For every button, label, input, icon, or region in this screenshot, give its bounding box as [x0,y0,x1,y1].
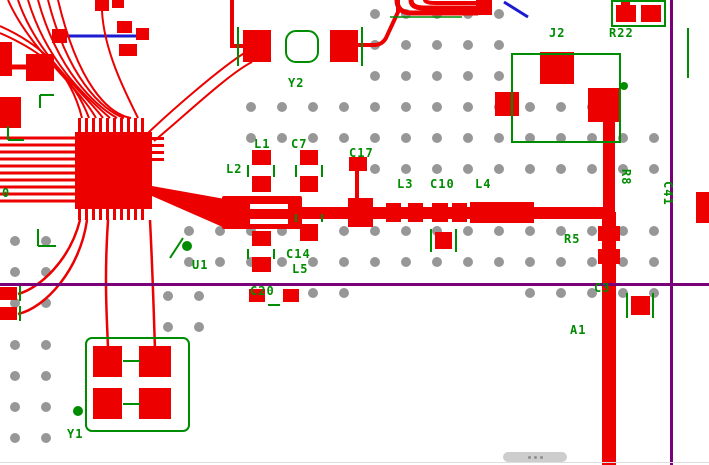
l2-slot [250,219,288,224]
via-grid-region[interactable] [300,281,360,312]
silkscreen-dots [73,82,628,416]
via-grid-region[interactable] [360,155,668,185]
component-label-partial[interactable]: 0 [2,186,11,200]
left-edge-pads[interactable] [0,287,17,320]
component-label-l2[interactable]: L2 [226,162,243,176]
y1-crystal-pads[interactable] [93,346,171,419]
grip-dots-icon [527,455,531,459]
component-label-c10[interactable]: C10 [430,177,455,191]
ic-u1-exposed-pad[interactable] [75,132,152,209]
grip-dots-icon [533,455,537,459]
component-label-j2[interactable]: J2 [549,26,566,40]
component-label-c17[interactable]: C17 [349,146,374,160]
grip-dots-icon [539,455,543,459]
component-label-c3[interactable]: C3 [594,281,611,295]
window-bottom-edge [0,462,709,463]
y2-crystal[interactable] [230,0,400,62]
component-label-l1[interactable]: L1 [254,137,271,151]
component-label-y1[interactable]: Y1 [67,427,84,441]
r22-pads[interactable] [616,0,661,22]
j2-polarity-dot [620,82,628,90]
component-label-c14[interactable]: C14 [286,247,311,261]
via-grid-region[interactable] [360,62,515,125]
j2-outline [511,53,621,143]
r22-outline [611,0,666,27]
component-label-c20[interactable]: C20 [250,284,275,298]
u1-pin1-dot [182,241,192,251]
corner-bracket [7,126,24,141]
y1-outline [85,337,190,432]
component-label-c7[interactable]: C7 [291,137,308,151]
y1-pin1-dot [73,406,83,416]
l2-block[interactable] [222,196,302,229]
component-label-u1[interactable]: U1 [192,258,209,272]
y2-body-outline [285,30,319,63]
via-grid-region[interactable] [237,92,360,155]
filter-pads-upper[interactable] [252,150,373,227]
l2-slot [250,204,288,209]
component-label-l5[interactable]: L5 [292,262,309,276]
via-grid-region[interactable] [360,216,668,278]
horizontal-scrollbar-thumb[interactable] [503,452,567,462]
component-label-r5[interactable]: R5 [564,232,581,246]
component-label-y2[interactable]: Y2 [288,76,305,90]
component-label-c41-vertical[interactable]: C41 [661,181,675,206]
traces-ic-to-y2[interactable] [147,51,253,142]
corner-bracket [37,229,56,247]
inner-layer-traces[interactable] [58,0,529,38]
filter-pads-lower[interactable] [249,224,318,302]
right-edge-pad[interactable] [696,192,709,223]
ic-u1-bottom-pins [78,208,144,220]
silkscreen-layer [7,0,689,432]
via-grid-region[interactable] [360,125,668,155]
component-label-a1[interactable]: A1 [570,323,587,337]
pad[interactable] [476,0,492,15]
taper-trace[interactable] [152,186,225,228]
pad-c10-lower[interactable] [435,232,452,249]
component-label-l4[interactable]: L4 [475,177,492,191]
u1-pin1-mark [169,237,184,259]
blue-trace [503,0,529,19]
trace-bundle-top[interactable] [394,0,478,16]
component-label-r22[interactable]: R22 [609,26,634,40]
corner-bracket [39,94,54,108]
ic-u1-top-pins [78,118,144,133]
ic-u1-left-pin-traces[interactable] [0,136,76,203]
antenna-trace[interactable] [598,212,620,465]
j2-connector-pads[interactable] [495,52,621,216]
component-label-l3[interactable]: L3 [397,177,414,191]
component-label-r8-vertical[interactable]: R8 [619,169,633,186]
top-left-pads[interactable] [0,0,149,128]
pads-on-trace[interactable] [386,202,534,223]
trace-fan-top-left[interactable] [0,0,139,119]
ic-u1[interactable] [0,118,164,220]
c3-pad[interactable] [631,296,650,315]
